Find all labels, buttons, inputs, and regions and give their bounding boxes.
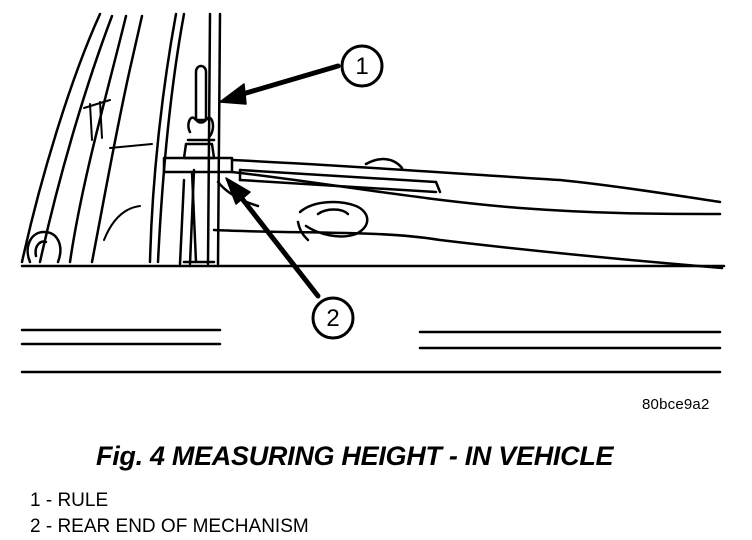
measuring-height-diagram: 1 2	[20, 12, 726, 374]
seat-roll	[26, 230, 62, 264]
rule	[186, 64, 216, 142]
figure-reference-code: 80bce9a2	[642, 396, 710, 413]
seat-latch	[296, 157, 404, 242]
legend: 1 - RULE 2 - REAR END OF MECHANISM	[30, 488, 309, 540]
legend-item-rule: 1 - RULE	[30, 490, 109, 511]
callout-circle-2	[311, 296, 355, 340]
floor-lines	[20, 264, 726, 374]
legend-item-mechanism: 2 - REAR END OF MECHANISM	[30, 516, 309, 537]
callout-number-1: 1	[355, 53, 368, 80]
callout-circle-1	[340, 44, 384, 88]
leader-arrow-2	[225, 177, 321, 299]
seat-back-detail	[83, 99, 153, 241]
seat-cushion-frame	[212, 158, 724, 270]
leader-arrow-1	[219, 63, 341, 105]
figure-caption: Fig. 4 MEASURING HEIGHT - IN VEHICLE	[96, 441, 614, 471]
seat-back-frame	[20, 12, 186, 264]
callout-number-2: 2	[326, 305, 339, 332]
mechanism-clamp	[162, 142, 234, 264]
